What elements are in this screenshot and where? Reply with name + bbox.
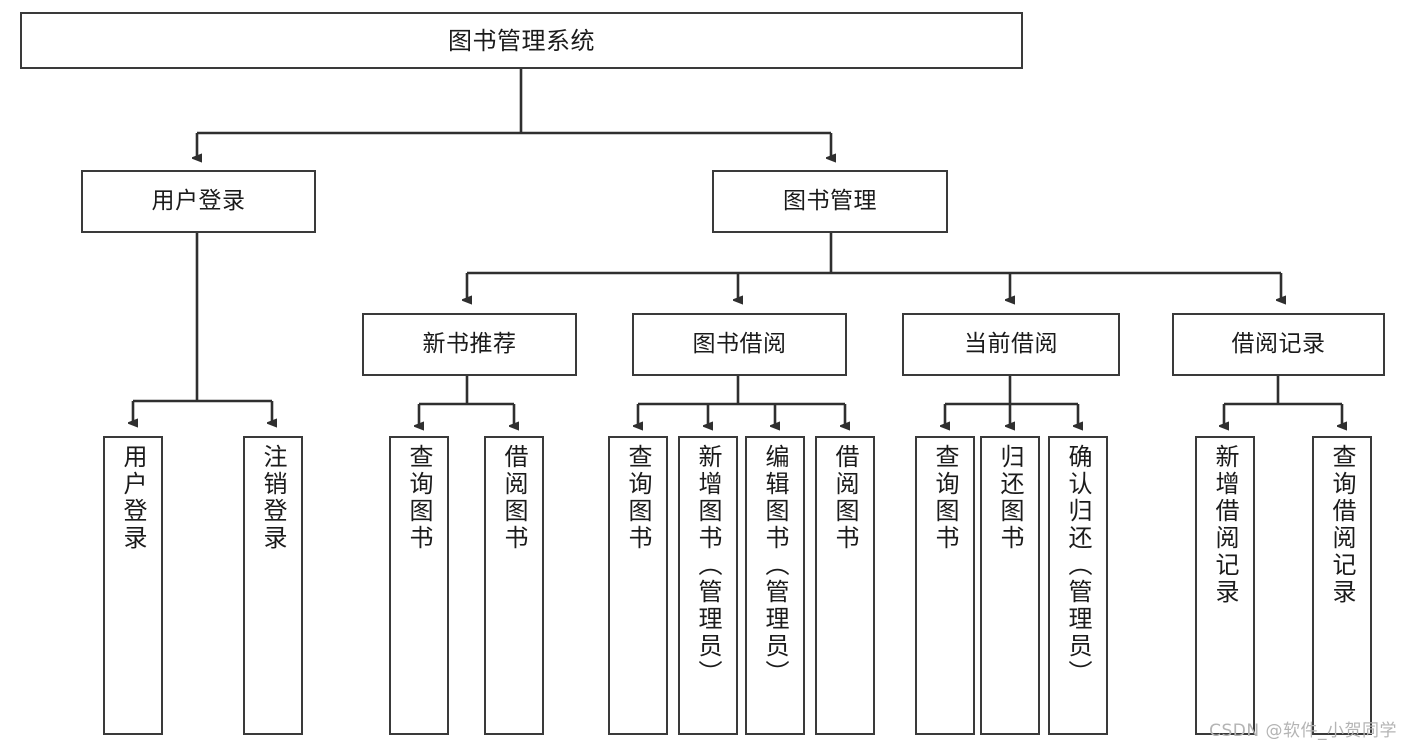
node-label: 图书借阅	[692, 331, 787, 357]
leaf-current-query-book[interactable]: 查询图书	[915, 436, 975, 735]
node-label: 查询图书	[405, 444, 433, 552]
node-label: 借阅图书	[831, 444, 859, 552]
node-label: 借阅图书	[500, 444, 528, 552]
node-label: 查询图书	[931, 444, 959, 552]
leaf-record-add-borrow-record[interactable]: 新增借阅记录	[1195, 436, 1255, 735]
leaf-current-confirm-return-admin[interactable]: 确认归还（管理员）	[1048, 436, 1108, 735]
node-label: 注销登录	[259, 444, 287, 552]
node-label: 编辑图书（管理员）	[761, 444, 789, 687]
leaf-borrow-edit-book-admin[interactable]: 编辑图书（管理员）	[745, 436, 805, 735]
node-borrow-record[interactable]: 借阅记录	[1172, 313, 1385, 376]
node-label: 确认归还（管理员）	[1064, 444, 1092, 687]
leaf-recommend-query-book[interactable]: 查询图书	[389, 436, 449, 735]
node-label: 查询借阅记录	[1328, 444, 1356, 606]
leaf-current-return-book[interactable]: 归还图书	[980, 436, 1040, 735]
watermark: CSDN @软件_小贺同学	[1209, 721, 1397, 741]
node-label: 图书管理	[783, 188, 877, 214]
node-label: 新增借阅记录	[1211, 444, 1239, 606]
leaf-recommend-borrow-book[interactable]: 借阅图书	[484, 436, 544, 735]
node-label: 归还图书	[996, 444, 1024, 552]
node-new-book-recommend[interactable]: 新书推荐	[362, 313, 577, 376]
node-root-book-management-system[interactable]: 图书管理系统	[20, 12, 1023, 69]
leaf-record-query-borrow-record[interactable]: 查询借阅记录	[1312, 436, 1372, 735]
leaf-borrow-add-book-admin[interactable]: 新增图书（管理员）	[678, 436, 738, 735]
leaf-user-login-login[interactable]: 用户登录	[103, 436, 163, 735]
node-label: 用户登录	[119, 444, 147, 552]
node-label: 查询图书	[624, 444, 652, 552]
node-label: 用户登录	[151, 188, 246, 214]
node-label: 新书推荐	[422, 331, 517, 357]
node-current-borrow[interactable]: 当前借阅	[902, 313, 1120, 376]
node-label: 图书管理系统	[448, 26, 595, 55]
leaf-user-login-logout[interactable]: 注销登录	[243, 436, 303, 735]
node-label: 新增图书（管理员）	[694, 444, 722, 687]
node-user-login[interactable]: 用户登录	[81, 170, 316, 233]
leaf-borrow-borrow-book[interactable]: 借阅图书	[815, 436, 875, 735]
node-label: 借阅记录	[1231, 331, 1326, 357]
node-book-management[interactable]: 图书管理	[712, 170, 948, 233]
node-label: 当前借阅	[964, 331, 1058, 357]
leaf-borrow-query-book[interactable]: 查询图书	[608, 436, 668, 735]
node-book-borrow[interactable]: 图书借阅	[632, 313, 847, 376]
